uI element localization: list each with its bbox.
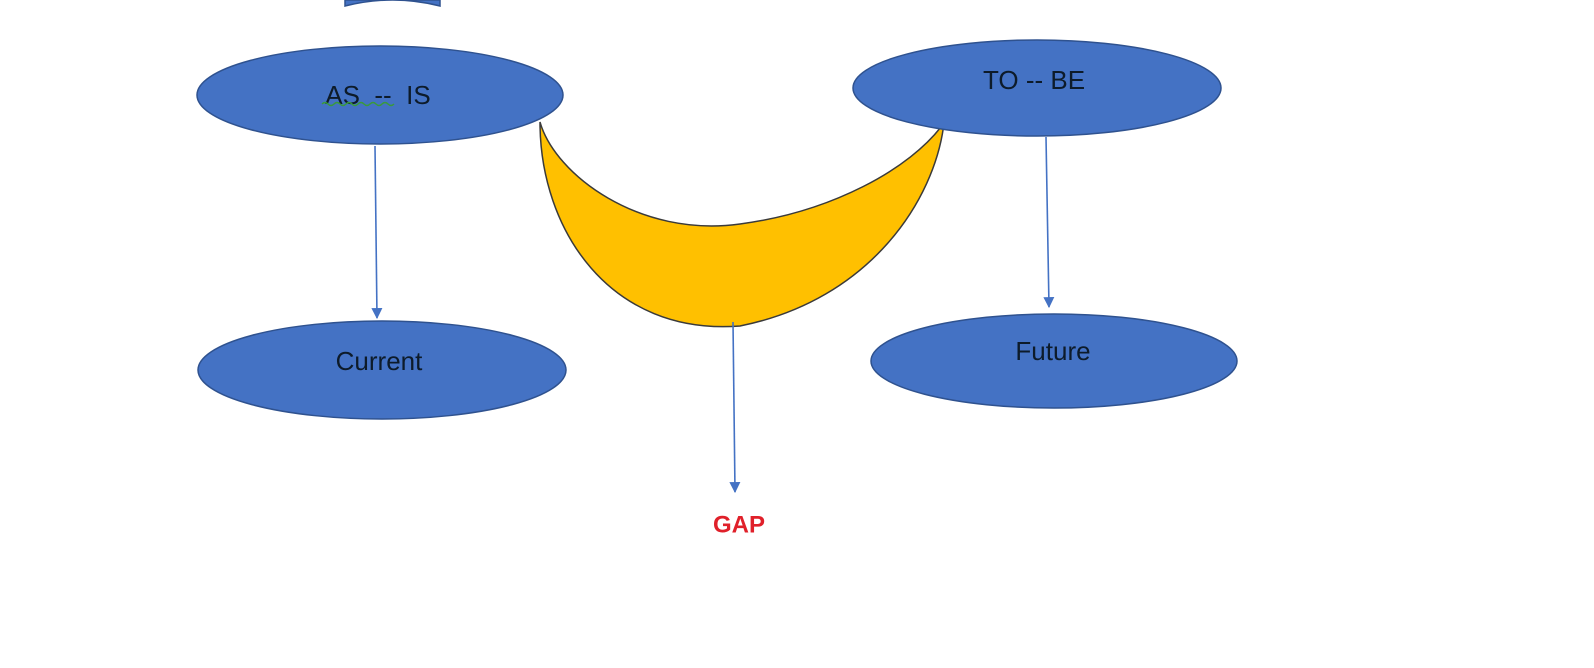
- node-current: Current: [197, 320, 567, 420]
- node-to-be: TO -- BE: [852, 39, 1222, 137]
- spellcheck-underline: [321, 101, 395, 107]
- node-as-is: AS -- IS: [196, 45, 564, 145]
- node-future-label: Future: [1015, 336, 1090, 366]
- gap-crescent: [539, 120, 946, 328]
- arrow-gap-to-label: [729, 321, 741, 494]
- arrow-to-be-to-future: [1043, 136, 1055, 309]
- node-to-be-label: TO -- BE: [983, 65, 1085, 95]
- node-future-ellipse: [870, 313, 1238, 409]
- node-as-is-ellipse: [196, 45, 564, 145]
- arrow-as-is-to-current: [371, 145, 383, 320]
- node-current-ellipse: [197, 320, 567, 420]
- partial-ellipse-top: [344, 0, 441, 7]
- gap-label: GAP: [713, 511, 765, 538]
- node-current-label: Current: [336, 346, 423, 376]
- node-to-be-ellipse: [852, 39, 1222, 137]
- node-future: Future: [870, 313, 1238, 409]
